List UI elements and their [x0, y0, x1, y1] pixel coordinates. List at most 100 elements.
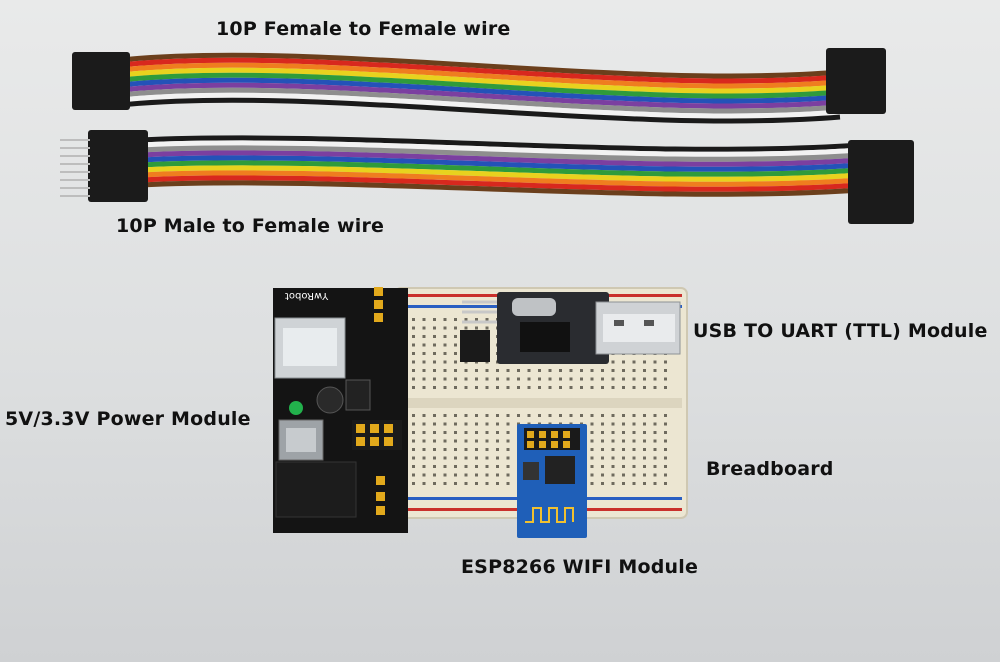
hole: [485, 377, 489, 381]
hole: [443, 482, 447, 485]
hole: [422, 360, 426, 364]
female-female-wire-label: 10P Female to Female wire: [216, 18, 511, 40]
hole: [590, 377, 594, 381]
hole: [422, 377, 426, 381]
hole: [433, 386, 436, 389]
hole: [517, 414, 520, 417]
hole: [475, 473, 478, 477]
hole: [653, 465, 657, 468]
hole: [601, 422, 604, 426]
hole: [548, 369, 552, 372]
esp8266-module-label: ESP8266 WIFI Module: [461, 556, 699, 578]
hole: [422, 465, 426, 468]
hole: [496, 465, 499, 468]
hole: [412, 448, 415, 451]
hole: [601, 473, 604, 477]
hole: [611, 482, 615, 485]
hole: [464, 465, 468, 468]
hole: [454, 473, 457, 477]
hole: [601, 456, 604, 460]
hole: [485, 439, 489, 443]
hole: [485, 456, 489, 460]
hole: [611, 473, 615, 477]
hole: [443, 414, 447, 417]
hole: [464, 318, 468, 321]
hole: [433, 360, 436, 364]
hole: [454, 456, 457, 460]
hole: [412, 465, 415, 468]
hole: [622, 431, 625, 434]
hole: [517, 369, 520, 372]
wire: [119, 92, 841, 119]
hole: [464, 473, 468, 477]
hole: [622, 473, 625, 477]
hole: [643, 482, 646, 485]
hole: [464, 448, 468, 451]
hole: [632, 386, 636, 389]
hole: [422, 414, 426, 417]
hole: [475, 318, 478, 321]
hole: [622, 414, 625, 417]
hole: [464, 369, 468, 372]
hole: [464, 377, 468, 381]
hole: [643, 439, 646, 443]
hole: [412, 369, 415, 372]
hole: [622, 386, 625, 389]
hole: [569, 377, 573, 381]
hole: [454, 360, 457, 364]
hole: [538, 377, 541, 381]
hole: [496, 439, 499, 443]
wire: [139, 180, 861, 197]
connector-housing: [88, 130, 148, 202]
hole: [601, 448, 604, 451]
hole: [412, 360, 415, 364]
hole: [496, 448, 499, 451]
hole: [622, 360, 625, 364]
hole: [412, 343, 415, 347]
hole: [433, 448, 436, 451]
hole: [443, 473, 447, 477]
hole: [464, 431, 468, 434]
hole: [422, 482, 426, 485]
hole: [622, 482, 625, 485]
hole: [464, 456, 468, 460]
breadboard-label: Breadboard: [706, 458, 834, 480]
hole: [422, 352, 426, 355]
hole: [433, 318, 436, 321]
hole: [496, 377, 499, 381]
hole: [422, 343, 426, 347]
wire: [139, 170, 861, 187]
hole: [632, 360, 636, 364]
hole: [433, 414, 436, 417]
hole: [611, 414, 615, 417]
hole: [664, 431, 667, 434]
power-module-label: 5V/3.3V Power Module: [5, 408, 251, 430]
hole: [454, 377, 457, 381]
hole: [464, 482, 468, 485]
hole: [412, 414, 415, 417]
hole: [496, 482, 499, 485]
hole: [643, 377, 646, 381]
hole: [643, 360, 646, 364]
hole: [527, 369, 531, 372]
hole: [653, 386, 657, 389]
hole: [485, 318, 489, 321]
hole: [548, 386, 552, 389]
hole: [611, 360, 615, 364]
hole: [464, 414, 468, 417]
hole: [412, 473, 415, 477]
hole: [517, 377, 520, 381]
hole: [506, 369, 510, 372]
hole: [506, 414, 510, 417]
wire: [119, 82, 841, 109]
hole: [527, 414, 531, 417]
hole: [632, 473, 636, 477]
hole: [443, 465, 447, 468]
hole: [664, 422, 667, 426]
hole: [611, 465, 615, 468]
hole: [485, 386, 489, 389]
hole: [559, 377, 562, 381]
hole: [611, 431, 615, 434]
hole: [632, 377, 636, 381]
hole: [653, 414, 657, 417]
